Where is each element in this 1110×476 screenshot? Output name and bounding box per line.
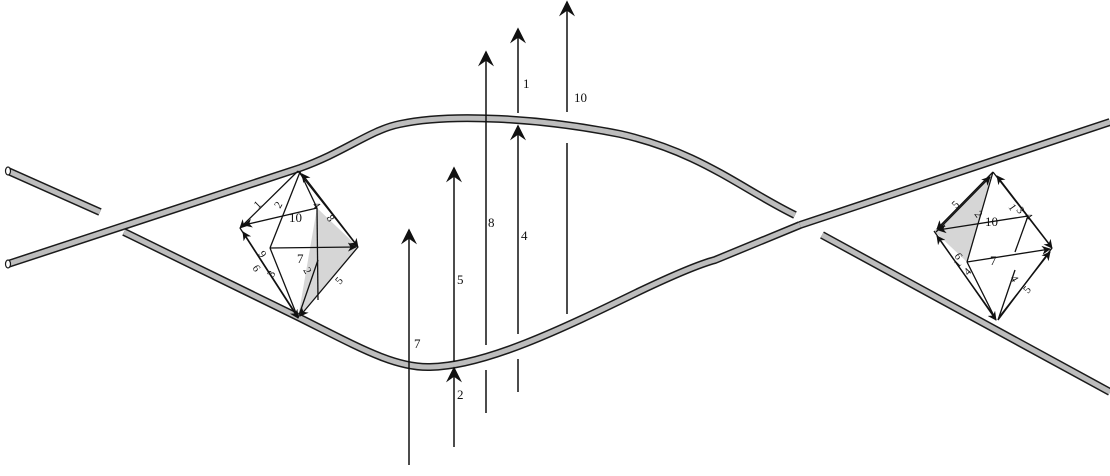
lo-label-1: 1 <box>252 199 264 211</box>
ro-label-10: 10 <box>985 214 998 229</box>
right-octahedron-shaded-face <box>934 172 993 262</box>
left-octahedron-shaded-face <box>298 208 358 318</box>
left-octahedron-labels: 1 2 4 10 8 9 6 3 7 2 5 <box>250 199 347 287</box>
lo-label-9: 9 <box>256 249 269 261</box>
label-10: 10 <box>574 90 587 105</box>
vertical-arrow-labels: 7 5 2 8 4 1 10 <box>414 76 587 402</box>
label-1: 1 <box>523 76 530 91</box>
label-2: 2 <box>457 387 464 402</box>
ro-label-3: 3 <box>1014 205 1027 217</box>
lo-label-8: 8 <box>324 213 337 225</box>
tube-b <box>4 114 1110 396</box>
lo-label-6: 6 <box>250 263 263 275</box>
ro-label-5b: 5 <box>1021 284 1034 296</box>
right-octahedron: 5 2 10 1 3 4 6 7 1 4 4 5 <box>933 171 1053 321</box>
lo-label-10: 10 <box>289 210 302 225</box>
tube-a <box>4 118 1110 372</box>
vertical-arrows <box>401 0 575 465</box>
ro-label-7: 7 <box>990 253 997 268</box>
lo-label-3: 3 <box>265 268 278 279</box>
left-octahedron: 1 2 4 10 8 9 6 3 7 2 5 <box>239 170 359 319</box>
lo-label-2: 2 <box>272 200 285 211</box>
lo-label-2b: 2 <box>300 266 313 277</box>
lo-label-7: 7 <box>297 251 304 266</box>
tube-b-end-cap <box>4 259 12 269</box>
ro-label-6: 6 <box>952 251 965 263</box>
ro-label-4c: 4 <box>1007 274 1020 285</box>
label-5: 5 <box>457 272 464 287</box>
label-4: 4 <box>521 228 528 243</box>
ro-label-2: 2 <box>972 209 985 220</box>
ro-label-1: 1 <box>1006 202 1019 213</box>
ro-label-4: 4 <box>1022 211 1035 223</box>
lo-label-5: 5 <box>333 275 346 287</box>
label-8: 8 <box>488 215 495 230</box>
tube-a-end-cap <box>4 166 12 176</box>
lo-label-4: 4 <box>310 200 323 212</box>
label-7: 7 <box>414 336 421 351</box>
